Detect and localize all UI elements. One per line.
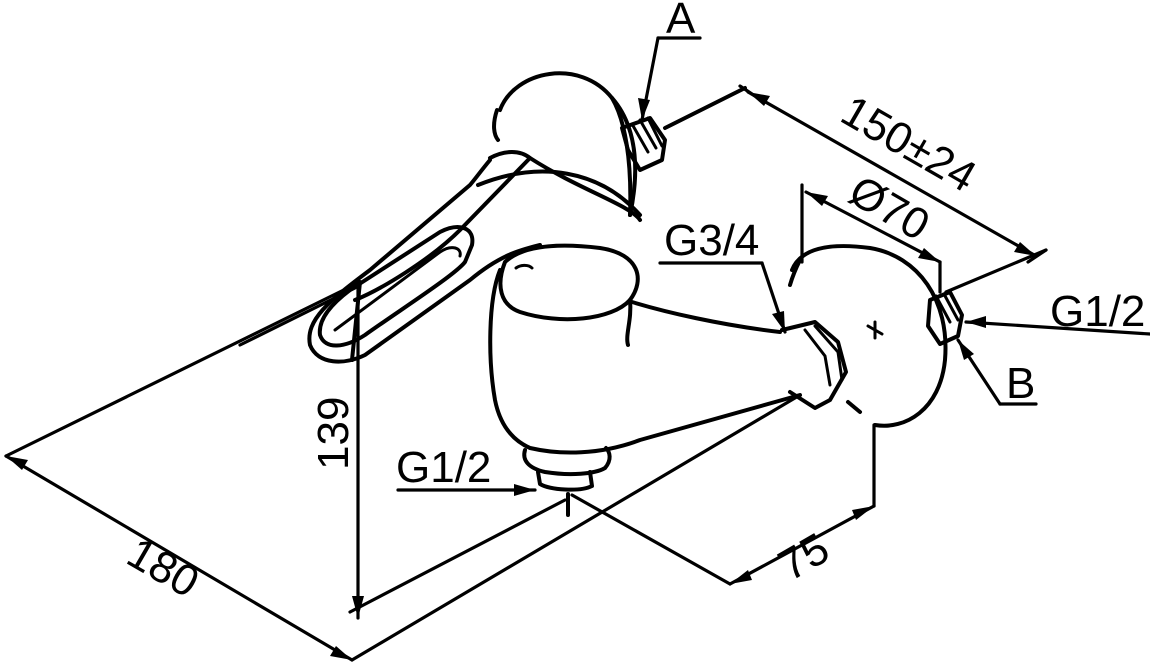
- dim-height-label: 139: [309, 397, 358, 470]
- dim-length-label: 180: [119, 528, 207, 607]
- dim-projection-label: 75: [771, 524, 838, 591]
- thread-outlet-label: G1/2: [396, 443, 491, 492]
- faucet-body: [307, 71, 964, 517]
- dimension-lines: [4, 36, 1150, 662]
- callout-b-label: B: [1006, 359, 1035, 408]
- thread-wall-label: G1/2: [1050, 287, 1145, 336]
- callout-a-label: A: [666, 0, 696, 43]
- thread-inlet-label: G3/4: [664, 216, 759, 265]
